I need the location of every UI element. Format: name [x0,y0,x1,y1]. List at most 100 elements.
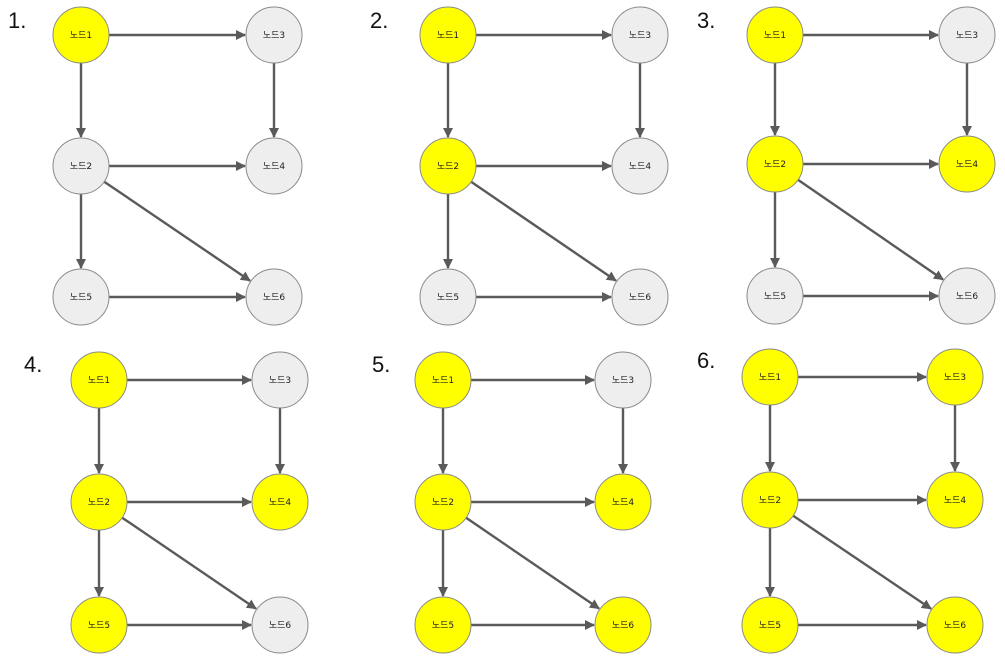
node-label: 노드6 [263,292,286,303]
node-circle [611,268,669,326]
node-label: 노드5 [432,620,454,631]
panel-number: 1. [8,8,26,33]
node-label: 노드2 [759,495,781,506]
panel-number: 5. [372,352,390,377]
node-circle [419,268,477,326]
node-label: 노드5 [764,291,786,302]
node-n4: 노드4 [251,473,309,531]
node-circle [938,6,996,64]
node-circle [594,596,652,654]
edge-n2-n6 [792,514,932,610]
node-circle [70,473,128,531]
node-circle [926,596,984,654]
node-circle [419,6,477,64]
node-circle [414,351,472,409]
panel-number: 2. [370,8,388,33]
node-n6: 노드6 [926,596,984,654]
node-circle [52,6,110,64]
node-circle [926,471,984,529]
node-n2: 노드2 [414,473,472,531]
panel-number: 3. [697,8,715,33]
node-label: 노드1 [432,375,454,386]
node-circle [741,471,799,529]
node-n2: 노드2 [70,473,128,531]
node-circle [245,137,303,195]
node-label: 노드3 [263,30,285,41]
node-n4: 노드4 [926,471,984,529]
node-circle [926,348,984,406]
node-label: 노드3 [956,30,978,41]
node-circle [594,351,652,409]
node-circle [611,6,669,64]
node-circle [746,135,804,193]
node-n5: 노드5 [746,267,804,325]
node-label: 노드6 [269,620,292,631]
node-label: 노드5 [759,620,781,631]
node-label: 노드4 [263,161,286,172]
panel-number: 6. [697,348,715,373]
node-label: 노드1 [88,375,110,386]
node-label: 노드2 [764,159,786,170]
node-n4: 노드4 [611,137,669,195]
node-circle [245,6,303,64]
node-n1: 노드1 [414,351,472,409]
edge-n2-n6 [121,516,257,610]
node-circle [52,137,110,195]
node-circle [245,268,303,326]
node-n1: 노드1 [70,351,128,409]
node-circle [741,596,799,654]
node-label: 노드5 [437,292,459,303]
node-label: 노드1 [437,30,459,41]
node-n2: 노드2 [741,471,799,529]
node-label: 노드6 [956,291,979,302]
node-circle [741,348,799,406]
node-circle [938,135,996,193]
node-n3: 노드3 [611,6,669,64]
node-circle [251,596,309,654]
node-label: 노드2 [88,497,110,508]
node-circle [251,351,309,409]
panel-1: 1. 노드1 노드3 노드2 노드4 노드5 노드6 [8,6,303,326]
panel-5: 5. 노드1 노드3 노드2 노드4 노드5 노드6 [372,351,652,654]
node-label: 노드2 [432,497,454,508]
node-n6: 노드6 [611,268,669,326]
node-n5: 노드5 [419,268,477,326]
node-n4: 노드4 [245,137,303,195]
panel-3: 3. 노드1 노드3 노드2 노드4 노드5 노드6 [697,6,996,325]
edge-n2-n6 [465,516,600,610]
node-circle [746,267,804,325]
node-label: 노드3 [269,375,291,386]
node-n3: 노드3 [926,348,984,406]
node-n1: 노드1 [52,6,110,64]
node-n4: 노드4 [938,135,996,193]
node-label: 노드3 [944,372,966,383]
node-label: 노드2 [70,161,92,172]
node-label: 노드4 [944,495,967,506]
node-label: 노드6 [612,620,635,631]
node-n6: 노드6 [938,267,996,325]
node-n6: 노드6 [594,596,652,654]
node-n1: 노드1 [746,6,804,64]
node-circle [70,596,128,654]
node-n3: 노드3 [594,351,652,409]
node-label: 노드5 [70,292,92,303]
node-label: 노드3 [629,30,651,41]
node-circle [70,351,128,409]
node-label: 노드4 [269,497,292,508]
node-n6: 노드6 [245,268,303,326]
edge-n2-n6 [797,178,944,281]
node-label: 노드4 [629,161,652,172]
node-label: 노드3 [612,375,634,386]
node-circle [938,267,996,325]
node-label: 노드4 [612,497,635,508]
node-n6: 노드6 [251,596,309,654]
node-n3: 노드3 [251,351,309,409]
edge-n2-n6 [103,180,251,282]
node-label: 노드5 [88,620,110,631]
node-n1: 노드1 [419,6,477,64]
node-circle [594,473,652,531]
